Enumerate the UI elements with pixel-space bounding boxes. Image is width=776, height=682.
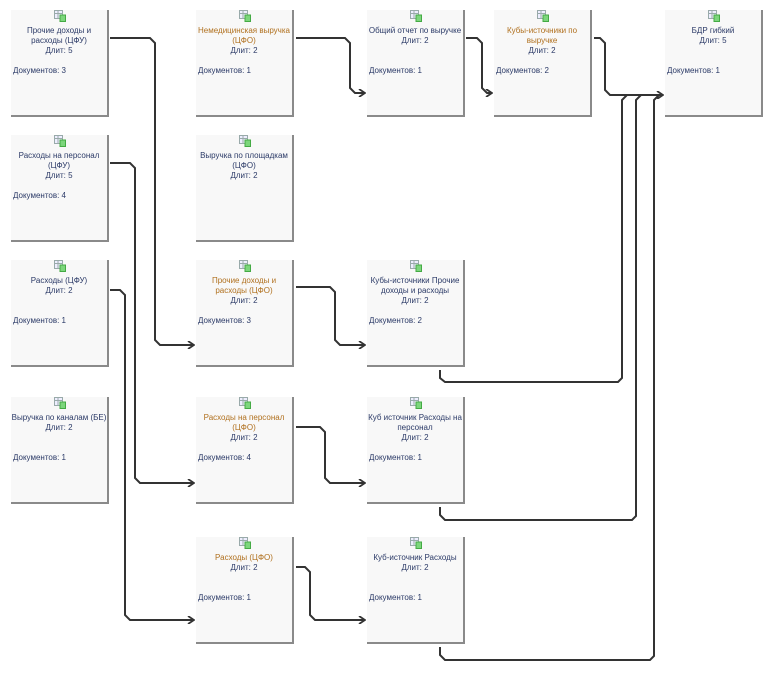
edge: [110, 37, 194, 345]
process-node[interactable]: Расходы на персонал (ЦФУ)Длит: 5 Докумен…: [11, 135, 109, 242]
table-document-icon: [410, 397, 422, 409]
edge: [110, 162, 194, 483]
node-duration: Длит: 2: [230, 171, 258, 180]
node-documents: Документов: 1: [369, 66, 422, 75]
node-title: Расходы на персонал (ЦФО)Длит: 2: [196, 413, 292, 443]
node-title: Выручка по каналам (БЕ)Длит: 2: [11, 413, 107, 432]
table-document-icon: [54, 260, 66, 272]
node-title: Выручка по площадкам (ЦФО)Длит: 2: [196, 151, 292, 181]
edge: [296, 566, 365, 620]
node-duration: Длит: 2: [230, 563, 258, 572]
node-title: Расходы на персонал (ЦФУ)Длит: 5: [11, 151, 107, 181]
table-document-icon: [410, 537, 422, 549]
process-node[interactable]: Прочие доходы и расходы (ЦФО)Длит: 2 Док…: [196, 260, 294, 367]
edge: [296, 37, 365, 93]
node-title: Прочие доходы и расходы (ЦФО)Длит: 2: [196, 276, 292, 306]
table-document-icon: [708, 10, 720, 22]
node-documents: Документов: 1: [198, 593, 251, 602]
process-node[interactable]: Немедицинская выручка (ЦФО)Длит: 2 Докум…: [196, 10, 294, 117]
table-document-icon: [239, 397, 251, 409]
node-documents: Документов: 1: [13, 453, 66, 462]
table-document-icon: [239, 135, 251, 147]
node-documents: Документов: 3: [13, 66, 66, 75]
node-documents: Документов: 4: [13, 191, 66, 200]
node-duration: Длит: 2: [230, 433, 258, 442]
process-node[interactable]: Расходы (ЦФУ)Длит: 2 Документов: 1: [11, 260, 109, 367]
node-duration: Длит: 2: [45, 423, 73, 432]
node-title: Расходы (ЦФУ)Длит: 2: [11, 276, 107, 296]
table-document-icon: [54, 397, 66, 409]
table-document-icon: [54, 135, 66, 147]
node-documents: Документов: 1: [667, 66, 720, 75]
node-duration: Длит: 2: [45, 286, 73, 295]
process-node[interactable]: Расходы (ЦФО)Длит: 2 Документов: 1: [196, 537, 294, 644]
table-document-icon: [239, 10, 251, 22]
table-document-icon: [54, 10, 66, 22]
process-node[interactable]: Выручка по каналам (БЕ)Длит: 2 Документо…: [11, 397, 109, 504]
node-duration: Длит: 2: [401, 296, 429, 305]
table-document-icon: [410, 10, 422, 22]
process-node[interactable]: Выручка по площадкам (ЦФО)Длит: 2: [196, 135, 294, 242]
process-node[interactable]: Расходы на персонал (ЦФО)Длит: 2 Докумен…: [196, 397, 294, 504]
edge: [439, 94, 628, 383]
table-document-icon: [239, 260, 251, 272]
node-documents: Документов: 1: [369, 453, 422, 462]
node-documents: Документов: 1: [13, 316, 66, 325]
edge: [466, 37, 492, 93]
node-duration: Длит: 2: [401, 563, 429, 572]
edge: [296, 426, 365, 483]
table-document-icon: [537, 10, 549, 22]
node-documents: Документов: 4: [198, 453, 251, 462]
node-duration: Длит: 2: [230, 46, 258, 55]
edge: [439, 94, 660, 661]
node-title: Расходы (ЦФО)Длит: 2: [196, 553, 292, 573]
node-documents: Документов: 1: [198, 66, 251, 75]
edge: [594, 37, 663, 95]
node-documents: Документов: 3: [198, 316, 251, 325]
node-duration: Длит: 5: [699, 36, 727, 45]
node-documents: Документов: 2: [496, 66, 549, 75]
edge: [110, 289, 194, 620]
node-duration: Длит: 2: [230, 296, 258, 305]
table-document-icon: [410, 260, 422, 272]
process-node[interactable]: Прочие доходы и расходы (ЦФУ)Длит: 5 Док…: [11, 10, 109, 117]
table-document-icon: [239, 537, 251, 549]
node-duration: Длит: 5: [45, 171, 73, 180]
node-duration: Длит: 2: [401, 433, 429, 442]
node-duration: Длит: 2: [528, 46, 556, 55]
node-title: Немедицинская выручка (ЦФО)Длит: 2: [196, 26, 292, 56]
node-documents: Документов: 2: [369, 316, 422, 325]
edge: [296, 286, 365, 345]
node-title: Прочие доходы и расходы (ЦФУ)Длит: 5: [11, 26, 107, 56]
node-duration: Длит: 2: [401, 36, 429, 45]
edge: [439, 94, 642, 521]
node-documents: Документов: 1: [369, 593, 422, 602]
node-duration: Длит: 5: [45, 46, 73, 55]
